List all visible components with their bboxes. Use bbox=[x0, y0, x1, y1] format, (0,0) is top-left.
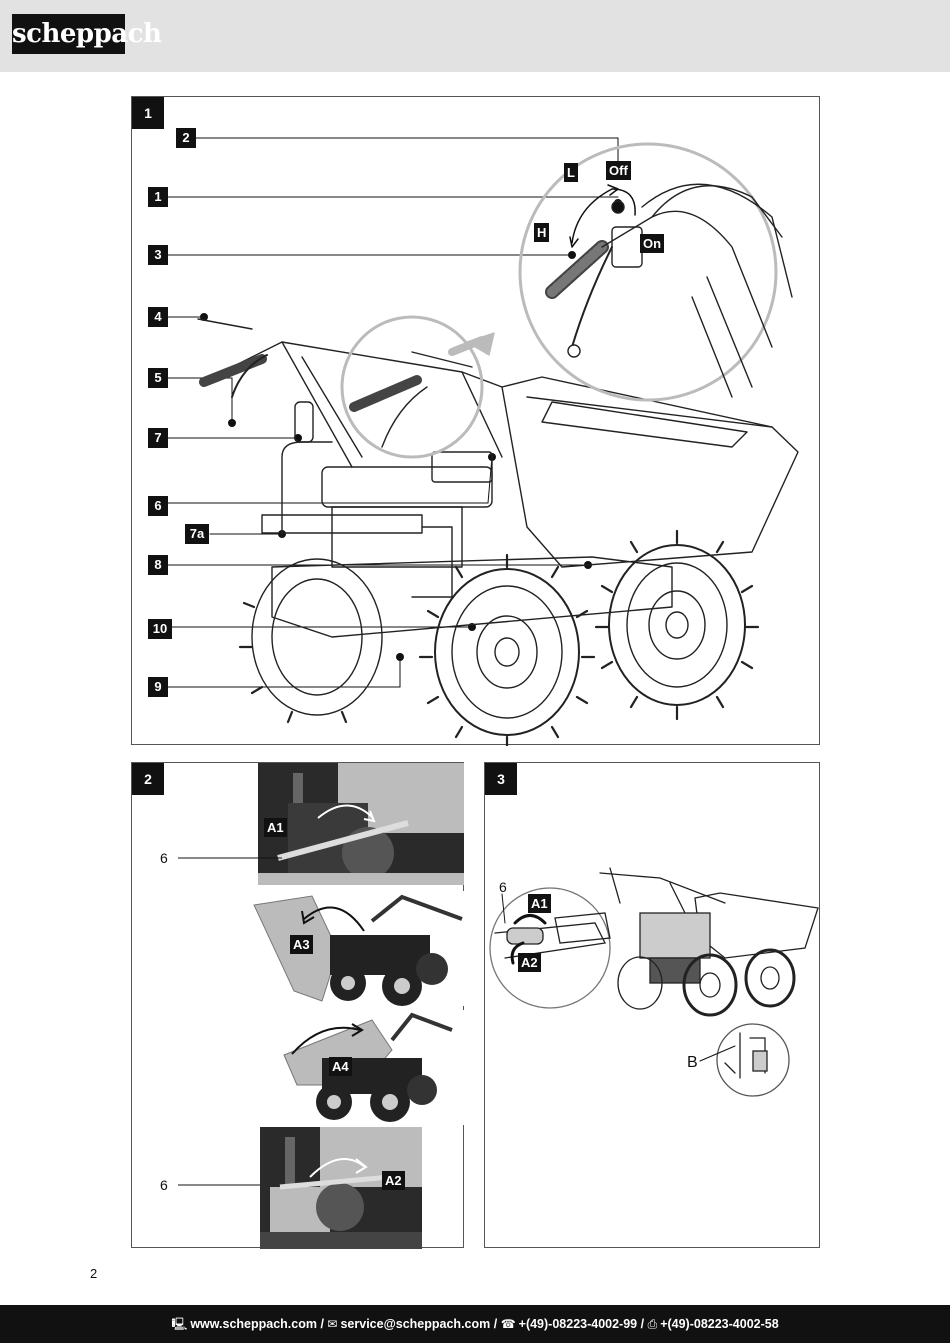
figure-2-number: 2 bbox=[132, 763, 164, 795]
tag-high: H bbox=[534, 223, 550, 242]
fax-icon: ⎙ bbox=[647, 1317, 658, 1331]
tag-a3: A3 bbox=[290, 935, 313, 954]
callout-4: 4 bbox=[148, 307, 168, 327]
callout-2: 2 bbox=[176, 128, 196, 148]
callout-7: 7 bbox=[148, 428, 168, 448]
figure-2-panel: 2 A1 6 A3 bbox=[131, 762, 464, 1249]
tag-a4: A4 bbox=[329, 1057, 352, 1076]
detail-label-b: B bbox=[687, 1054, 698, 1071]
part-label-6: 6 bbox=[499, 879, 507, 895]
callout-8: 8 bbox=[148, 555, 168, 575]
photo-lever-a1 bbox=[258, 763, 464, 885]
monitor-icon: 🖳 bbox=[171, 1317, 188, 1331]
figure-1-number: 1 bbox=[132, 97, 164, 129]
footer-phone: +(49)-08223-4002-99 bbox=[518, 1317, 638, 1331]
callout-7a: 7a bbox=[185, 524, 209, 544]
callout-5: 5 bbox=[148, 368, 168, 388]
tag-off: Off bbox=[606, 161, 631, 180]
callout-1: 1 bbox=[148, 187, 168, 207]
tag-a2: A2 bbox=[382, 1171, 405, 1190]
page-footer: 🖳www.scheppach.com / ✉service@scheppach.… bbox=[0, 1305, 950, 1343]
tag-low: L bbox=[564, 163, 578, 182]
brand-logo: scheppach bbox=[12, 14, 162, 54]
callout-6: 6 bbox=[148, 496, 168, 516]
tilting-lock-drawing bbox=[489, 867, 819, 1097]
mail-icon: ✉ bbox=[327, 1317, 338, 1331]
photo-tipping-a3 bbox=[252, 891, 464, 1006]
page-number: 2 bbox=[90, 1266, 98, 1281]
footer-email[interactable]: service@scheppach.com bbox=[340, 1317, 491, 1331]
callout-3: 3 bbox=[148, 245, 168, 265]
callout-9: 9 bbox=[148, 677, 168, 697]
footer-website[interactable]: www.scheppach.com bbox=[190, 1317, 317, 1331]
phone-icon: ☎ bbox=[500, 1317, 516, 1331]
photo-tipping-a4 bbox=[272, 1010, 464, 1125]
figure-1-panel: 1 2 1 3 4 5 7 6 7a 8 10 9 L H Off On bbox=[131, 96, 820, 746]
page-header: scheppach bbox=[0, 0, 950, 72]
footer-fax: +(49)-08223-4002-58 bbox=[660, 1317, 779, 1331]
machine-drawing bbox=[167, 137, 799, 746]
tag-on: On bbox=[640, 234, 665, 253]
tag-a1: A1 bbox=[264, 818, 287, 837]
tag-a2: A2 bbox=[518, 953, 541, 972]
figure-3-number: 3 bbox=[485, 763, 517, 795]
tag-a1: A1 bbox=[528, 894, 551, 913]
callout-10: 10 bbox=[148, 619, 172, 639]
figure-3-panel: 3 6 A1 A2 B bbox=[484, 762, 820, 1248]
part-label-6-bottom: 6 bbox=[160, 1177, 168, 1193]
part-label-6-top: 6 bbox=[160, 850, 168, 866]
